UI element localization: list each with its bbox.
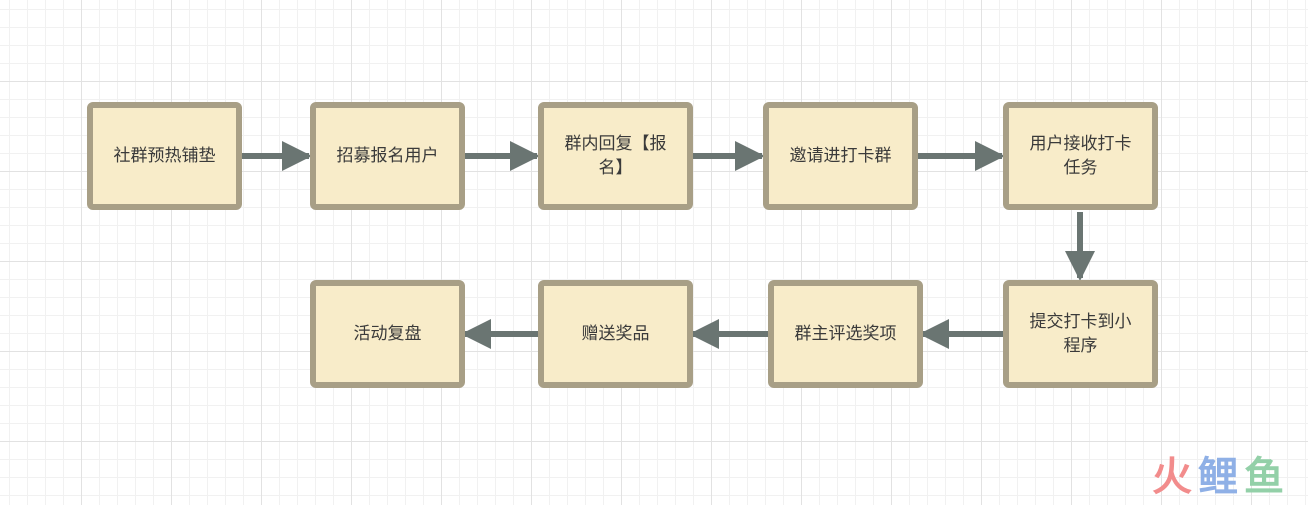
node-select-awards[interactable]: 群主评选奖项 <box>768 280 923 388</box>
node-recruit-signup[interactable]: 招募报名用户 <box>310 102 465 210</box>
node-receive-task[interactable]: 用户接收打卡任务 <box>1003 102 1158 210</box>
node-label: 群主评选奖项 <box>794 324 897 344</box>
node-label: 用户接收打卡任务 <box>1029 134 1132 178</box>
watermark-char: 鲤 <box>1198 454 1240 500</box>
node-label: 提交打卡到小程序 <box>1029 312 1132 356</box>
watermark-char: 火 <box>1152 454 1194 500</box>
node-give-prizes[interactable]: 赠送奖品 <box>538 280 693 388</box>
node-review[interactable]: 活动复盘 <box>310 280 465 388</box>
node-label: 群内回复【报名】 <box>564 134 667 178</box>
node-community-warmup[interactable]: 社群预热铺垫 <box>87 102 242 210</box>
node-reply-signup[interactable]: 群内回复【报名】 <box>538 102 693 210</box>
watermark-logo: 火 鲤 鱼 <box>1152 455 1286 499</box>
node-label: 活动复盘 <box>353 324 422 344</box>
node-label: 社群预热铺垫 <box>113 146 216 166</box>
node-submit-checkin[interactable]: 提交打卡到小程序 <box>1003 280 1158 388</box>
node-label: 邀请进打卡群 <box>789 146 892 166</box>
watermark-char: 鱼 <box>1244 454 1286 500</box>
node-invite-checkin-group[interactable]: 邀请进打卡群 <box>763 102 918 210</box>
node-label: 招募报名用户 <box>336 146 439 166</box>
node-label: 赠送奖品 <box>581 324 650 344</box>
